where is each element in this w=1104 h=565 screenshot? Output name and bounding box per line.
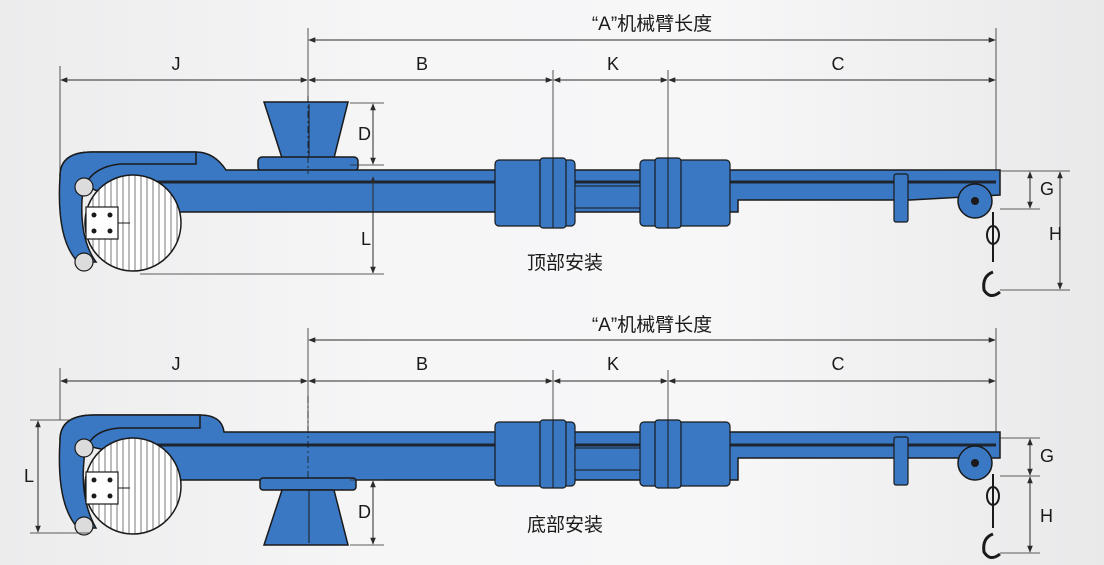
a-arm-length-title: “A”机械臂长度 bbox=[592, 13, 712, 35]
drum-2 bbox=[84, 437, 182, 535]
dim-label-b: B bbox=[416, 54, 428, 74]
dim-label-d: D bbox=[358, 124, 371, 144]
hook-icon-2 bbox=[982, 532, 1001, 559]
dim-label-h: H bbox=[1049, 224, 1062, 244]
dim-a-arm-length-2: “A”机械臂长度 bbox=[307, 314, 997, 440]
dim-label-j-2: J bbox=[172, 354, 181, 374]
caption-top-mount: 顶部安装 bbox=[527, 252, 603, 274]
dim-label-k-2: K bbox=[607, 354, 619, 374]
dim-label-c-2: C bbox=[832, 354, 845, 374]
dim-label-h-2: H bbox=[1040, 506, 1053, 526]
mount-cone bbox=[262, 101, 349, 159]
hook-icon bbox=[982, 270, 1001, 297]
joint-flange-4 bbox=[639, 421, 731, 487]
dim-label-g: G bbox=[1040, 179, 1054, 199]
drum bbox=[84, 174, 182, 272]
dim-label-g-2: G bbox=[1040, 446, 1054, 466]
arm-body-bottom bbox=[58, 396, 1001, 559]
caption-bottom-mount: 底部安装 bbox=[527, 514, 603, 536]
dim-label-d-2: D bbox=[358, 502, 371, 522]
dim-label-l: L bbox=[361, 229, 371, 249]
a-arm-length-title-2: “A”机械臂长度 bbox=[592, 314, 712, 336]
bottom-mount-view: “A”机械臂长度 J B K C bbox=[24, 314, 1054, 559]
top-mount-view: “A”机械臂长度 J B K C bbox=[58, 13, 1070, 297]
dim-row-jbkc-2: J B K C bbox=[59, 354, 996, 480]
arm-body-top bbox=[58, 96, 1001, 297]
joint-flange-2 bbox=[639, 159, 731, 227]
dim-label-c: C bbox=[832, 54, 845, 74]
dim-vertical-top: D L G H bbox=[140, 102, 1070, 291]
dim-label-l-2: L bbox=[24, 466, 34, 486]
dim-row-jbkc: J B K C bbox=[59, 54, 996, 225]
dim-vertical-bottom: L D G H bbox=[24, 419, 1054, 554]
dim-label-j: J bbox=[172, 54, 181, 74]
dim-label-b-2: B bbox=[416, 354, 428, 374]
mount-cone-2 bbox=[262, 489, 349, 546]
dim-a-arm-length: “A”机械臂长度 bbox=[307, 13, 997, 180]
dim-label-k: K bbox=[607, 54, 619, 74]
